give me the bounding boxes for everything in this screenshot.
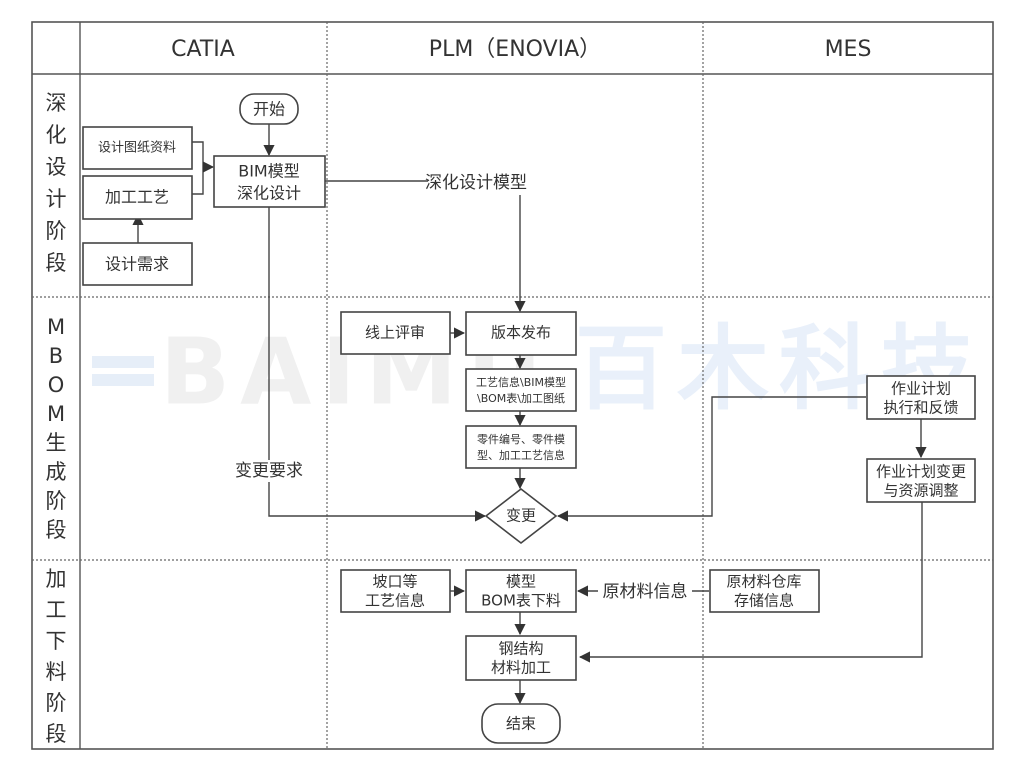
node-model-bom-line2: BOM表下料 bbox=[481, 592, 561, 610]
node-model-bom-line1: 模型 bbox=[506, 573, 536, 591]
node-bim-design[interactable]: BIM模型 深化设计 bbox=[213, 155, 326, 208]
phase-label-char: M bbox=[47, 402, 65, 426]
phase-label-char: 阶 bbox=[46, 489, 67, 513]
node-bevel-info-line2: 工艺信息 bbox=[365, 592, 425, 610]
edge-label-bg bbox=[222, 460, 316, 482]
phase-label-char: 阶 bbox=[46, 219, 67, 243]
edge-label-raw-material-info: 原材料信息 bbox=[603, 582, 688, 602]
node-start-text: 开始 bbox=[253, 100, 285, 119]
phase-label-char: 段 bbox=[46, 251, 67, 275]
node-craft-info[interactable]: 工艺信息\BIM模型 \BOM表\加工图纸 bbox=[465, 368, 577, 412]
node-craft-info-line1: 工艺信息\BIM模型 bbox=[476, 375, 566, 389]
phase-label-char: 化 bbox=[46, 123, 67, 147]
phase-label-char: 设 bbox=[46, 155, 67, 179]
edge-label-design-model: 深化设计模型 bbox=[425, 173, 527, 193]
node-end-text: 结束 bbox=[506, 715, 536, 733]
phase-label-char: 生 bbox=[46, 431, 67, 455]
node-part-info[interactable]: 零件编号、零件模 型、加工工艺信息 bbox=[465, 425, 577, 469]
edge-label-change-request: 变更要求 bbox=[235, 461, 303, 481]
node-online-review[interactable]: 线上评审 bbox=[340, 311, 451, 355]
node-end[interactable]: 结束 bbox=[481, 703, 561, 744]
node-bevel-info-line1: 坡口等 bbox=[372, 573, 417, 591]
phase-label-char: 工 bbox=[46, 598, 67, 622]
lane-header-catia: CATIA bbox=[171, 37, 235, 62]
phase-label-char: 加 bbox=[46, 567, 67, 591]
node-plan-change-line2: 与资源调整 bbox=[883, 482, 958, 500]
phase-label-char: 计 bbox=[46, 187, 67, 211]
edge-bracket bbox=[192, 141, 204, 195]
node-part-info-line1: 零件编号、零件模 bbox=[477, 432, 565, 446]
lane-header-plm: PLM（ENOVIA） bbox=[429, 37, 601, 62]
node-plan-change-line1: 作业计划变更 bbox=[876, 463, 966, 481]
node-plan-execution-line1: 作业计划 bbox=[891, 380, 951, 398]
node-bim-design-line2: 深化设计 bbox=[237, 184, 301, 203]
node-plan-execution[interactable]: 作业计划 执行和反馈 bbox=[866, 375, 976, 420]
node-change-text: 变更 bbox=[506, 507, 536, 525]
edge-planexec-to-change bbox=[556, 396, 866, 522]
connectors bbox=[132, 124, 927, 705]
node-steel-processing[interactable]: 钢结构 材料加工 bbox=[465, 635, 577, 681]
phase-label-char: M bbox=[47, 315, 65, 339]
node-model-bom[interactable]: 模型 BOM表下料 bbox=[465, 569, 577, 613]
watermark-bar-icon bbox=[92, 356, 154, 368]
node-start[interactable]: 开始 bbox=[239, 93, 299, 125]
node-steel-processing-line1: 钢结构 bbox=[498, 640, 543, 658]
phase-label-char: 料 bbox=[46, 660, 67, 684]
phase-label-char: 段 bbox=[46, 722, 67, 746]
phase-label-char: 阶 bbox=[46, 691, 67, 715]
node-process-craft-text: 加工工艺 bbox=[105, 188, 169, 207]
node-raw-storage-line2: 存储信息 bbox=[734, 592, 794, 610]
node-plan-change[interactable]: 作业计划变更 与资源调整 bbox=[866, 458, 976, 503]
node-version-release[interactable]: 版本发布 bbox=[465, 311, 577, 356]
node-design-requirement-text: 设计需求 bbox=[105, 255, 169, 274]
node-craft-info-line2: \BOM表\加工图纸 bbox=[477, 391, 565, 405]
node-bim-design-line1: BIM模型 bbox=[238, 162, 300, 181]
watermark-bar-icon bbox=[92, 374, 154, 386]
phase-label-char: 段 bbox=[46, 518, 67, 542]
phase-label-char: B bbox=[49, 344, 63, 368]
lane-header-mes: MES bbox=[825, 37, 872, 62]
edge-planchange-to-steel bbox=[578, 502, 923, 663]
node-design-drawings-text: 设计图纸资料 bbox=[98, 141, 176, 156]
node-raw-storage-line1: 原材料仓库 bbox=[726, 573, 801, 591]
node-design-drawings[interactable]: 设计图纸资料 bbox=[82, 126, 193, 170]
node-plan-execution-line2: 执行和反馈 bbox=[883, 399, 958, 417]
node-bevel-info[interactable]: 坡口等 工艺信息 bbox=[340, 569, 451, 613]
node-change-decision[interactable]: 变更 bbox=[484, 487, 558, 545]
diagram-frame bbox=[31, 21, 994, 750]
node-steel-processing-line2: 材料加工 bbox=[491, 659, 551, 677]
node-process-craft[interactable]: 加工工艺 bbox=[82, 175, 193, 220]
phase-label-char: O bbox=[48, 373, 65, 397]
node-online-review-text: 线上评审 bbox=[365, 324, 425, 342]
edge-change-req-to-change bbox=[268, 482, 487, 522]
node-version-release-text: 版本发布 bbox=[491, 324, 551, 342]
node-raw-storage[interactable]: 原材料仓库 存储信息 bbox=[709, 569, 820, 613]
node-part-info-line2: 型、加工工艺信息 bbox=[477, 448, 565, 462]
phase-label-char: 深 bbox=[46, 91, 67, 115]
phase-label-char: 成 bbox=[46, 460, 67, 484]
node-design-requirement[interactable]: 设计需求 bbox=[82, 242, 193, 286]
phase-label-char: 下 bbox=[46, 629, 67, 653]
